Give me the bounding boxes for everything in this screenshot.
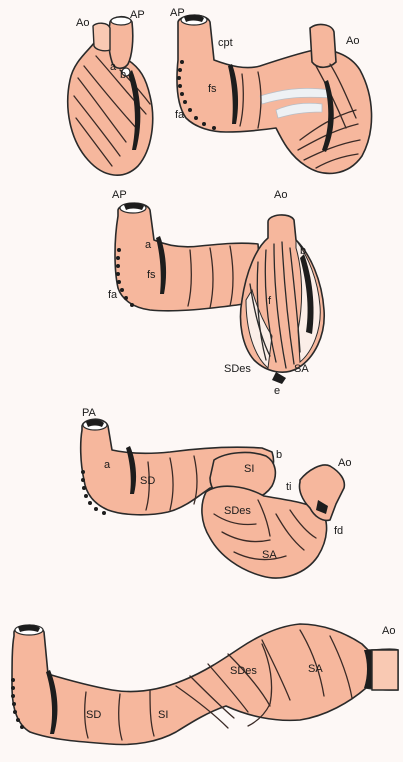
panel-3: AP a fs fa Ao b f SDes e SA: [108, 189, 324, 397]
panel-2-label-fs: fs: [208, 83, 217, 95]
panel-1-label-ao: Ao: [76, 17, 89, 29]
panel-4-label-si: SI: [244, 463, 254, 475]
panel-4-label-ti: ti: [286, 481, 292, 493]
panel-2-label-ap: AP: [170, 7, 185, 19]
panel-2-label-fa: fa: [175, 109, 185, 121]
panel-5-tube: [12, 624, 398, 745]
panel-2-ao-trunk: [310, 25, 336, 68]
panel-3-label-b: b: [300, 245, 306, 257]
panel-3-label-a: a: [145, 239, 152, 251]
panel-3-label-fa: fa: [108, 289, 118, 301]
panel-3-label-e: e: [274, 385, 280, 397]
panel-5-label-sd: SD: [86, 709, 101, 721]
panel-2-label-ao: Ao: [346, 35, 359, 47]
panel-4-label-sa: SA: [262, 549, 277, 561]
panel-4-label-a: a: [104, 459, 111, 471]
panel-5-ao-trunk: [372, 650, 398, 690]
panel-3-tube: [115, 203, 262, 311]
panel-4-label-sd: SD: [140, 475, 155, 487]
panel-4-label-b: b: [276, 449, 282, 461]
panel-5-label-sa: SA: [308, 663, 323, 675]
panel-3-label-ao: Ao: [274, 189, 287, 201]
panel-5-label-si: SI: [158, 709, 168, 721]
panel-4: PA a SD SI b Ao ti SDes fd SA: [81, 407, 352, 578]
panel-1-label-ap: AP: [130, 9, 145, 21]
panel-4-label-fd: fd: [334, 525, 343, 537]
panel-3-label-sdes: SDes: [224, 363, 251, 375]
panel-4-label-ao: Ao: [338, 457, 351, 469]
panel-2: AP cpt fs fa Ao: [170, 7, 372, 173]
panel-3-label-ap: AP: [112, 189, 127, 201]
panel-5: Ao SDes SA SD SI: [11, 624, 398, 745]
panel-1-ap-opening: [111, 17, 131, 25]
panel-3-label-fs: fs: [147, 269, 156, 281]
panel-2-label-cpt: cpt: [218, 37, 233, 49]
panel-1: Ao AP a b: [68, 9, 153, 175]
panel-4-label-pa: PA: [82, 407, 97, 419]
panel-1-label-b: b: [120, 69, 126, 81]
panel-3-label-sa: SA: [294, 363, 309, 375]
panel-1-ao-trunk: [93, 23, 110, 51]
panel-5-label-sdes: SDes: [230, 665, 257, 677]
panel-1-label-a: a: [110, 61, 117, 73]
panel-5-label-ao: Ao: [382, 625, 395, 637]
panel-4-label-sdes: SDes: [224, 505, 251, 517]
